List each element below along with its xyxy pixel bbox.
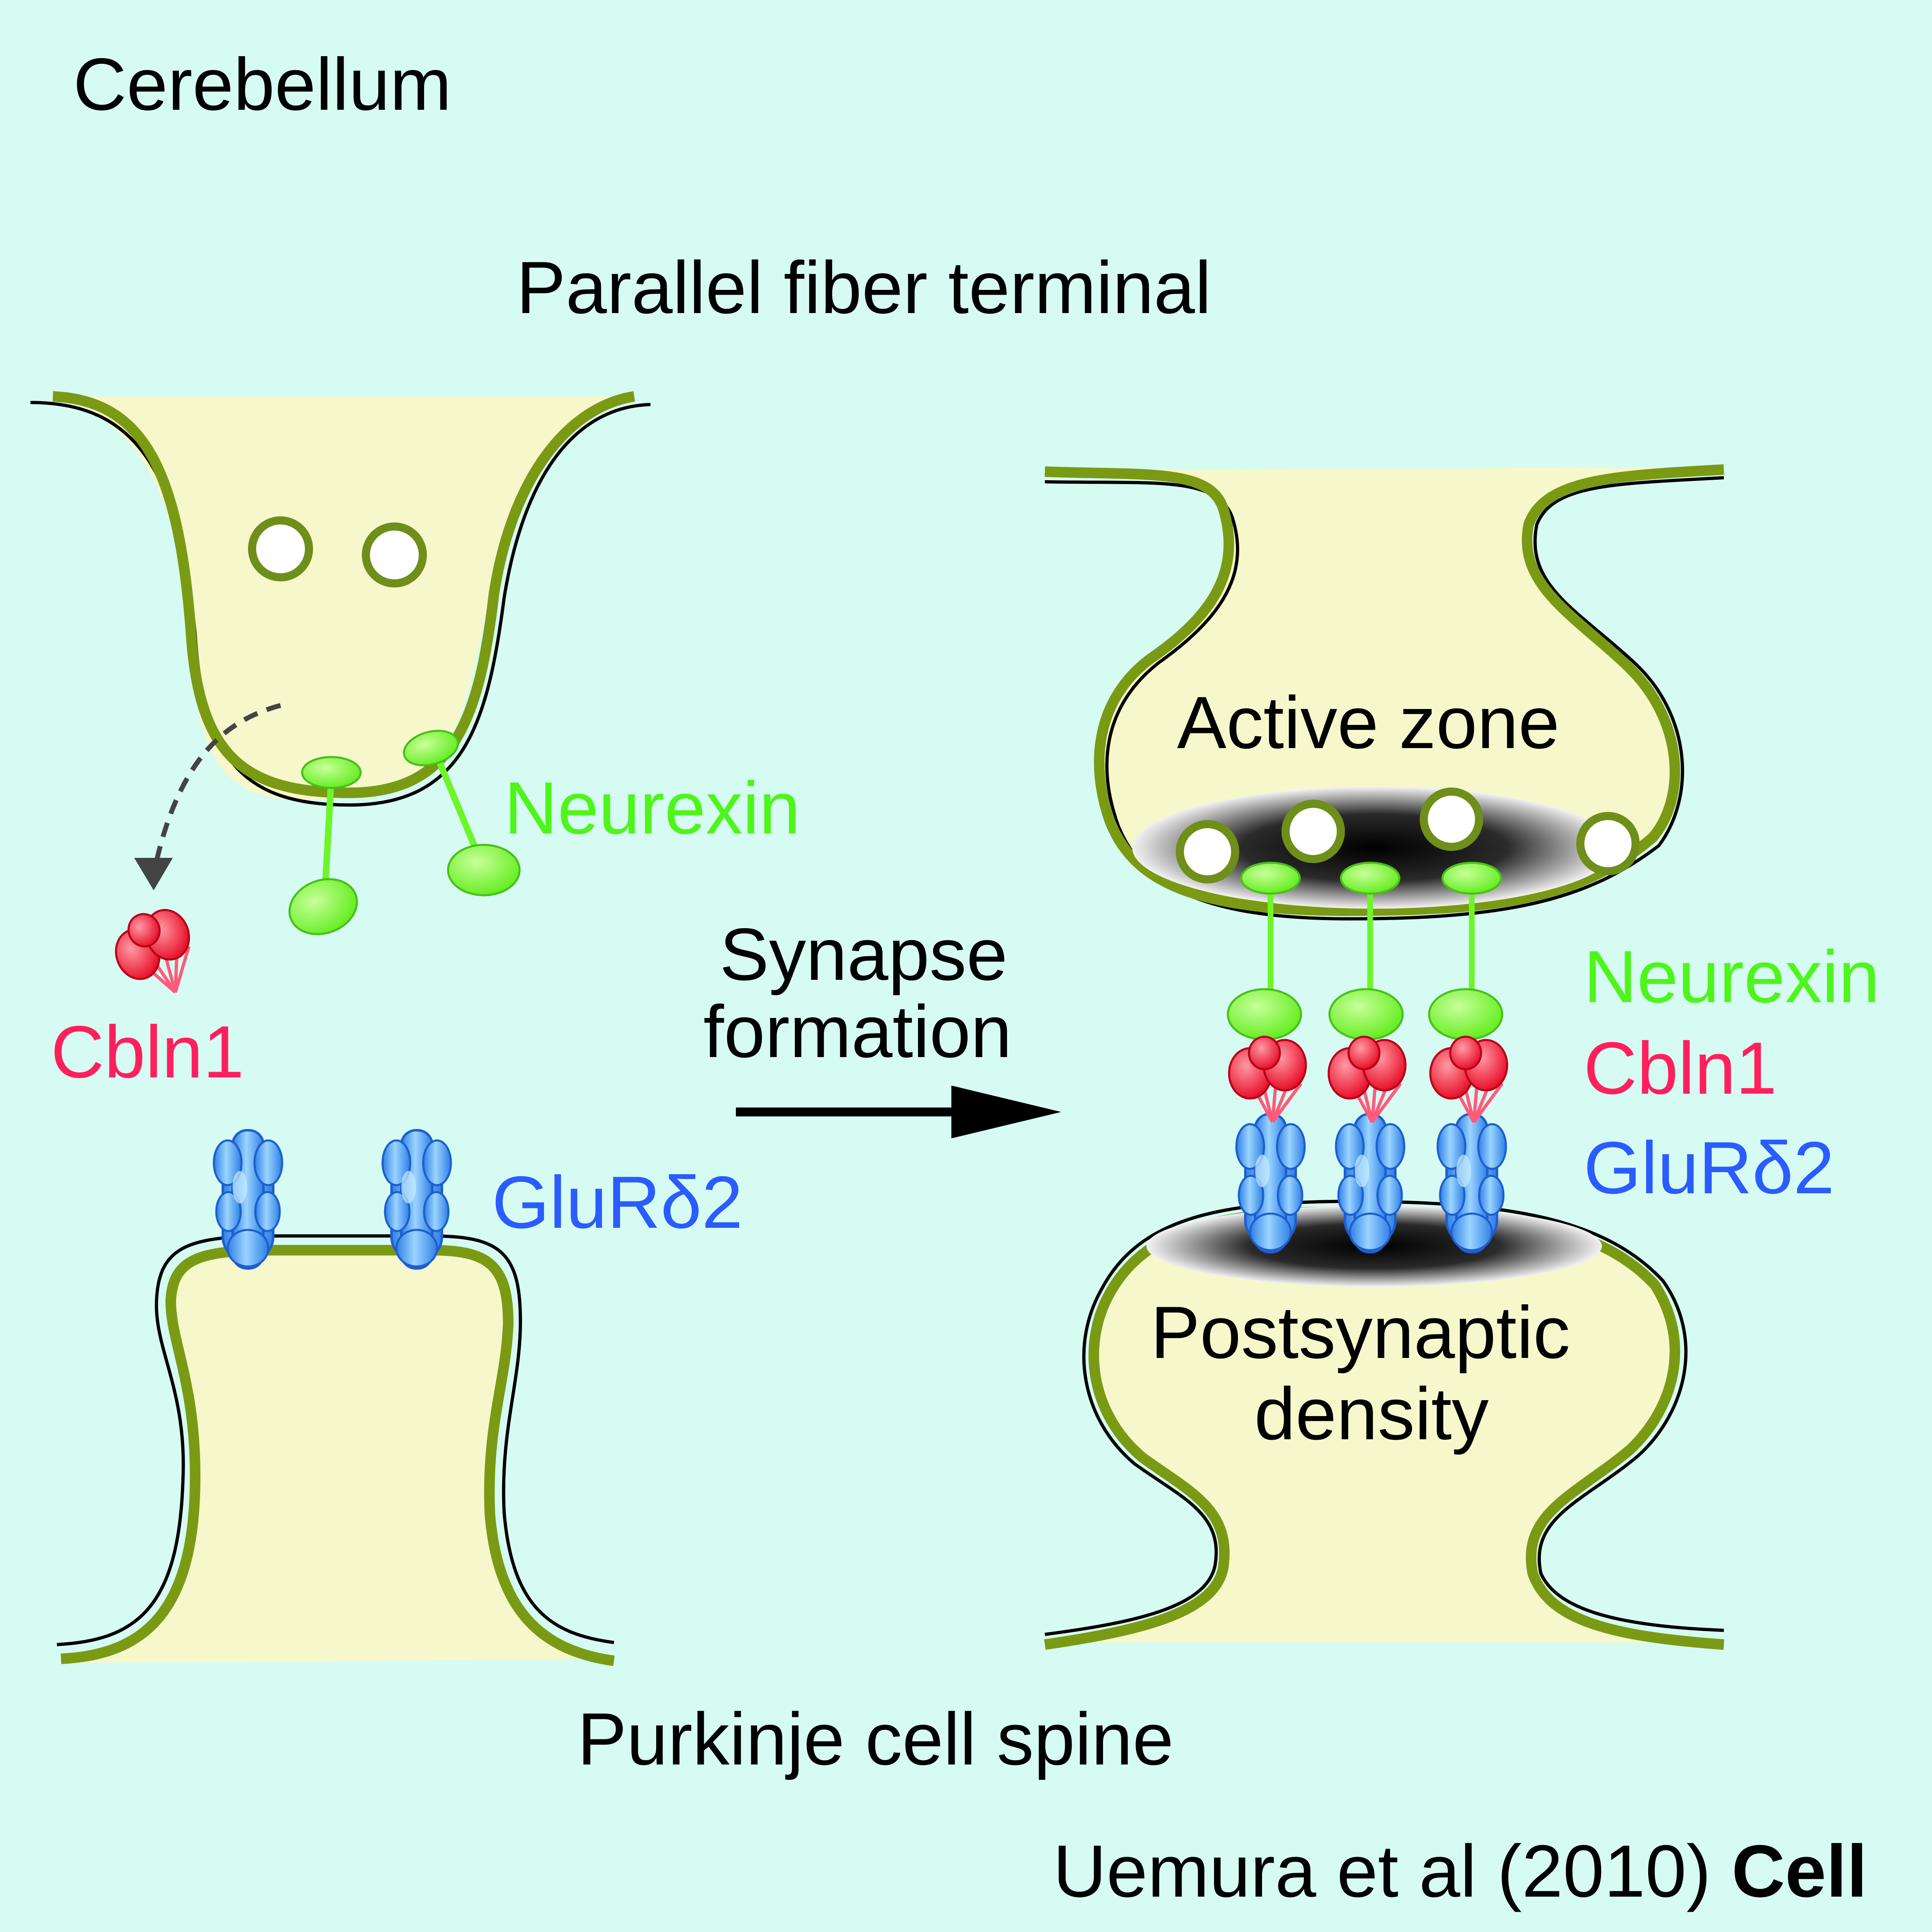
right-cbln1-hexamer: [1329, 1037, 1405, 1122]
right-glur-delta2-receptor: [1336, 1114, 1404, 1252]
left-neurexin-1: [288, 756, 362, 936]
postsynaptic-density-label-line2: density: [1254, 1372, 1489, 1455]
left-spine-cytoplasm: [61, 1252, 614, 1663]
right-presynaptic-membrane: [1044, 464, 1724, 916]
right-presynaptic-membrane-outer: [1044, 476, 1724, 921]
postsynaptic-density-label-line1: Postsynaptic: [1151, 1291, 1570, 1374]
citation-authors: Uemura et al (2010): [1053, 1830, 1732, 1912]
synaptic-vesicle: [1420, 788, 1483, 851]
left-spine-membrane-outer: [57, 1234, 614, 1646]
left-glur-delta2-receptor: [383, 1130, 451, 1268]
left-presynaptic-membrane: [52, 391, 635, 798]
cbln1-label-left: Cbln1: [51, 1010, 244, 1093]
right-synaptic-vesicles: [1176, 788, 1640, 883]
right-glur-delta2-receptor: [1438, 1114, 1506, 1252]
synaptic-vesicle: [1281, 800, 1345, 863]
right-neurexin-1: [1227, 862, 1302, 1041]
right-neurexin-3: [1428, 862, 1503, 1041]
right-glur-delta2-receptor: [1236, 1114, 1305, 1252]
neurexin-label-right: Neurexin: [1584, 935, 1880, 1018]
left-purkinje-spine: [57, 1130, 615, 1666]
synaptic-vesicle: [1176, 820, 1239, 883]
cbln1-label-right: Cbln1: [1584, 1027, 1777, 1110]
synapse-formation-label-line2: formation: [703, 990, 1012, 1073]
purkinje-cell-spine-label: Purkinje cell spine: [577, 1697, 1174, 1780]
citation: Uemura et al (2010) Cell: [1053, 1830, 1867, 1912]
cbln1-secretion-arrow: [152, 703, 281, 871]
synaptic-vesicle: [248, 516, 313, 581]
free-cbln1-hexamer: [105, 901, 207, 1007]
parallel-fiber-terminal-label: Parallel fiber terminal: [516, 246, 1211, 329]
left-neurexin-2: [403, 730, 521, 896]
left-presynaptic-terminal: [30, 391, 651, 936]
right-neurexin-2: [1328, 862, 1404, 1041]
left-synaptic-vesicles: [248, 516, 427, 587]
right-cbln1-hexamer: [1229, 1037, 1306, 1122]
glur-delta2-label-right: GluRδ2: [1584, 1126, 1834, 1209]
right-cbln1-hexamer: [1430, 1037, 1507, 1122]
right-presynaptic-cytoplasm: [1049, 468, 1716, 911]
right-presynaptic-terminal: [1044, 464, 1724, 1041]
neurexin-label-left: Neurexin: [504, 766, 800, 849]
right-spine-cytoplasm: [1049, 1212, 1716, 1643]
glur-delta2-label-left: GluRδ2: [492, 1161, 743, 1244]
diagram-title: Cerebellum: [73, 43, 452, 126]
cbln1-secretion-arrowhead: [134, 858, 173, 890]
citation-journal: Cell: [1732, 1830, 1867, 1912]
synapse-formation-label-line1: Synapse: [720, 913, 1007, 996]
right-postsynaptic-spine: [1044, 1037, 1724, 1650]
left-glur-delta2-receptor: [214, 1130, 282, 1268]
synaptic-vesicle: [1576, 812, 1640, 875]
left-spine-membrane: [61, 1245, 615, 1666]
synaptic-vesicle: [362, 522, 427, 587]
synapse-formation-arrow: [736, 1086, 1061, 1138]
active-zone-label: Active zone: [1177, 681, 1560, 764]
